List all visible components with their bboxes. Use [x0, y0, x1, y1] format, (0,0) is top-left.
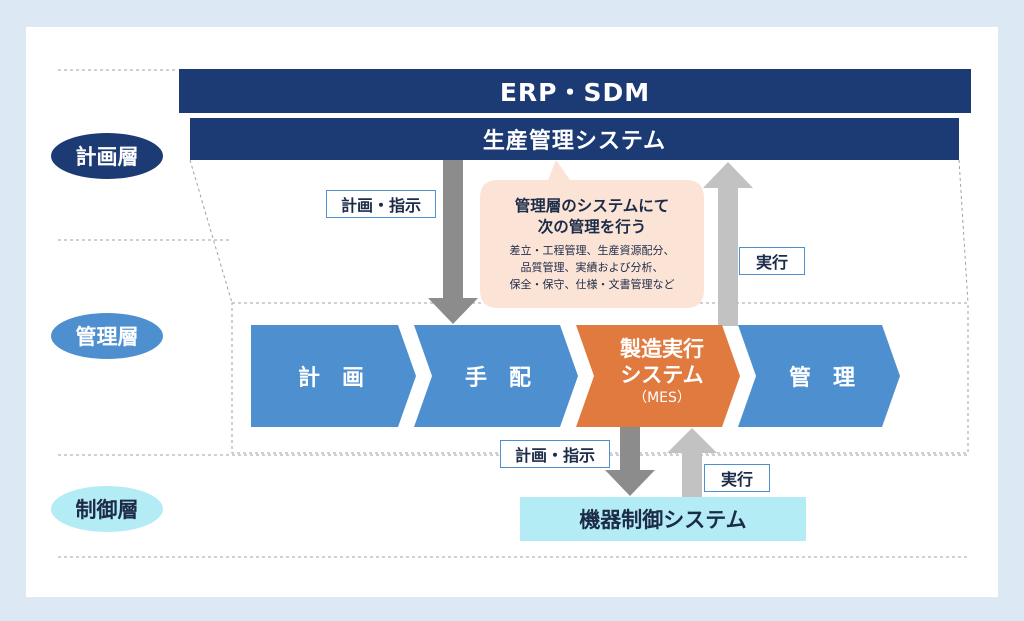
chevron-plan [251, 325, 416, 427]
tag-execute-bottom: 実行 [704, 464, 770, 492]
bubble-title-line2: 次の管理を行う [537, 218, 647, 236]
layer-control-label: 制御層 [51, 486, 163, 532]
bubble-content: 管理層のシステムにて 次の管理を行う 差立・工程管理、生産資源配分、 品質管理、… [482, 196, 702, 293]
bubble-detail-line3: 保全・保守、仕様・文書管理など [509, 278, 675, 291]
arrow-down-mes [605, 427, 655, 496]
device-control-system: 機器制御システム [520, 497, 806, 541]
bubble-detail-line1: 差立・工程管理、生産資源配分、 [509, 244, 675, 257]
funnel-left [189, 159, 233, 304]
bubble-title-line1: 管理層のシステムにて [514, 197, 670, 215]
production-management-band: 生産管理システム [190, 118, 959, 160]
arrow-up-execute [703, 162, 753, 326]
tag-execute-top: 実行 [739, 247, 805, 275]
layer-manage-label: 管理層 [51, 313, 163, 359]
layer-plan-label: 計画層 [51, 133, 163, 179]
funnel-right [958, 159, 969, 304]
arrow-up-device [667, 428, 717, 497]
erp-sdm-band: ERP・SDM [179, 69, 971, 113]
tag-plan-instruction-bottom: 計画・指示 [500, 440, 610, 468]
chevron-mes [576, 325, 740, 427]
chevron-manage [738, 325, 900, 427]
arrow-down-plan [428, 160, 478, 324]
bubble-detail-line2: 品質管理、実績および分析、 [520, 261, 664, 274]
chevron-arrange [414, 325, 578, 427]
tag-plan-instruction-top: 計画・指示 [326, 190, 436, 218]
speech-bubble [480, 160, 704, 308]
